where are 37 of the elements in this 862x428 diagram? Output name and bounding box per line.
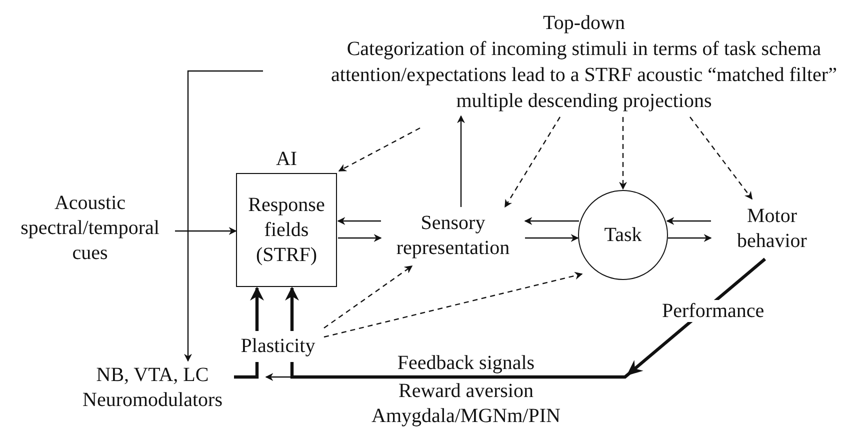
signal-label: Feedback signals xyxy=(397,352,535,374)
node-label: Neuromodulators xyxy=(82,388,222,413)
arrow xyxy=(524,217,579,225)
node-label: Categorization of incoming stimuli in terms of task schema xyxy=(346,37,822,62)
arrow xyxy=(666,217,711,225)
dashed-arrow xyxy=(504,116,561,208)
node-label: attention/expectations lead to a STRF acoustic “matched filter” xyxy=(331,63,837,88)
signal-label: Amygdala/MGNm/PIN xyxy=(372,405,560,427)
arrow xyxy=(184,70,263,362)
arrow xyxy=(175,227,237,235)
dashed-arrow xyxy=(690,116,752,200)
node-label: NB, VTA, LC xyxy=(96,363,209,388)
node-label: Task xyxy=(604,222,642,248)
arrow xyxy=(265,362,293,381)
arrow xyxy=(285,286,299,331)
arrow xyxy=(250,286,264,331)
connector-line xyxy=(234,362,259,379)
arrow xyxy=(290,258,766,379)
node-label: Acoustic spectral/temporal cues xyxy=(20,190,160,266)
arrow xyxy=(337,217,381,225)
task-circle xyxy=(578,190,668,280)
node-label: Plasticity xyxy=(240,334,316,358)
arrow xyxy=(668,234,712,242)
edge-label: Performance xyxy=(662,300,764,322)
dashed-arrow xyxy=(324,272,583,338)
node-label: Response fields (STRF) xyxy=(247,192,326,268)
dashed-arrow xyxy=(338,127,420,172)
box-heading: AI xyxy=(274,147,298,172)
arrow xyxy=(338,234,382,242)
dashed-arrow xyxy=(324,266,413,328)
arrow xyxy=(457,115,465,207)
dashed-arrow xyxy=(619,117,627,190)
node-label: Motor behavior xyxy=(736,204,808,254)
heading-text: Top-down xyxy=(543,11,625,36)
node-label: multiple descending projections xyxy=(456,89,712,114)
node-label: Sensory representation xyxy=(395,211,511,261)
arrow xyxy=(525,234,579,242)
